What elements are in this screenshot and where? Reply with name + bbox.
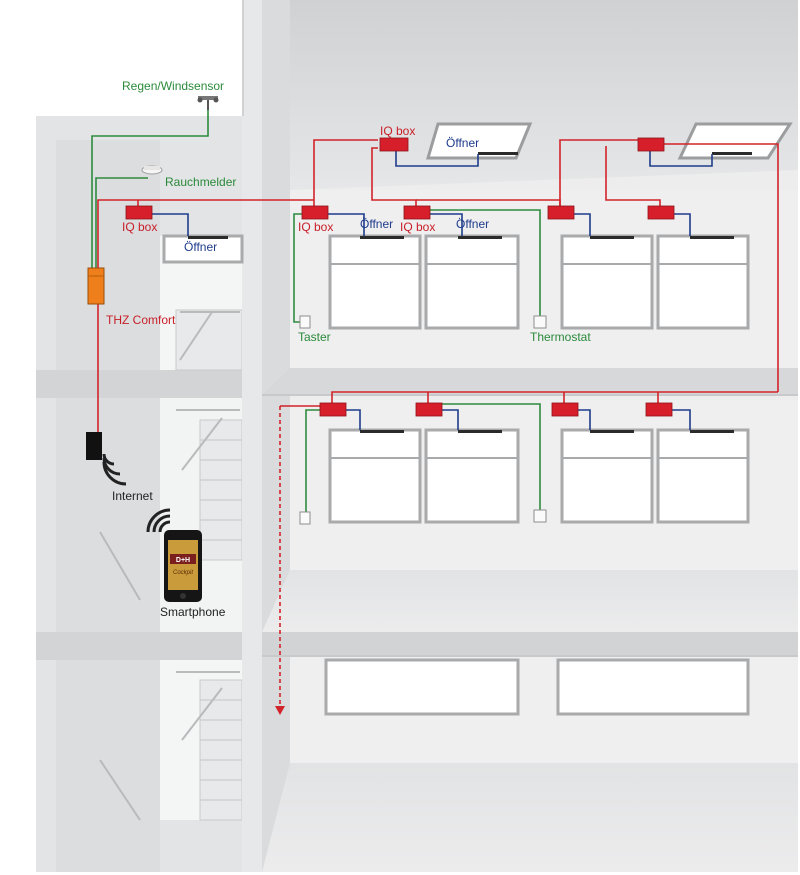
window-transoms	[330, 263, 748, 459]
wireless-signal-icon-phone	[146, 508, 171, 533]
label-internet: Internet	[112, 489, 153, 503]
thz-comfort-controller	[87, 267, 105, 305]
iq-box-7	[551, 402, 579, 417]
iq-box-1	[301, 205, 329, 220]
label-oeffner-skylight: Öffner	[446, 136, 479, 150]
label-iq-box-2: IQ box	[400, 220, 435, 234]
iq-box-4	[647, 205, 675, 220]
label-rauchmelder: Rauchmelder	[165, 175, 236, 189]
window-actuators	[188, 236, 734, 433]
router-icon	[86, 432, 102, 460]
thermostat-icon-2	[533, 509, 547, 523]
label-oeffner-1: Öffner	[360, 217, 393, 231]
label-smartphone: Smartphone	[160, 605, 226, 619]
phone-brand: D+H	[176, 557, 190, 564]
arrow-down-icon	[275, 706, 285, 715]
smartphone-icon	[164, 530, 202, 602]
iq-box-stair	[125, 205, 153, 220]
iq-box-5	[319, 402, 347, 417]
label-iq-box-skylight: IQ box	[380, 124, 415, 138]
iq-box-6	[415, 402, 443, 417]
label-thermostat: Thermostat	[530, 330, 591, 344]
label-taster: Taster	[298, 330, 331, 344]
label-oeffner-2: Öffner	[456, 217, 489, 231]
iq-box-skylight-1	[379, 137, 409, 152]
label-iq-box-1: IQ box	[298, 220, 333, 234]
power-lines	[97, 139, 779, 432]
taster-switch-icon	[299, 315, 311, 329]
iq-boxes	[125, 137, 675, 417]
phone-app: Cockpit	[173, 570, 193, 576]
wireless-signal-icon	[102, 453, 127, 486]
taster-switch-icon-2	[299, 511, 311, 525]
label-oeffner-stair: Öffner	[184, 240, 217, 254]
skylights	[425, 122, 793, 160]
sensor-lines	[91, 108, 541, 514]
label-thz-comfort: THZ Comfort	[106, 313, 176, 327]
iq-box-3	[547, 205, 575, 220]
label-regen-windsensor: Regen/Windsensor	[122, 79, 224, 93]
smoke-detector-icon	[141, 165, 163, 175]
iq-box-2	[403, 205, 431, 220]
thermostat-icon	[533, 315, 547, 329]
rain-wind-sensor-icon	[197, 96, 219, 110]
signal-lines	[152, 146, 713, 430]
iq-box-skylight-2	[637, 137, 665, 152]
iq-box-8	[645, 402, 673, 417]
label-iq-box-stair: IQ box	[122, 220, 157, 234]
